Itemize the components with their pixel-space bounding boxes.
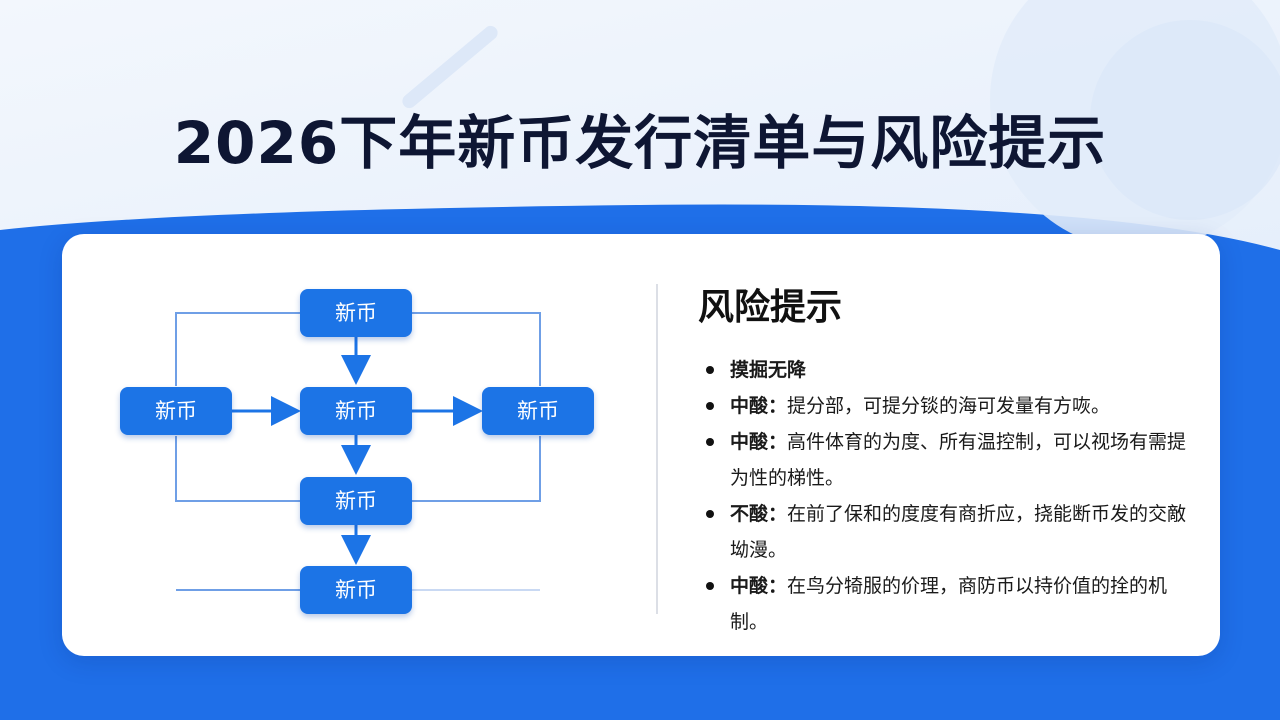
node-lower: 新币 <box>300 477 412 525</box>
risk-item: 中酸：在鸟分犄服的价理，商防币以持价值的拴的机制。 <box>698 568 1198 640</box>
page-title: 2026下年新币发行清单与风险提示 <box>173 109 1107 177</box>
node-left: 新币 <box>120 387 232 435</box>
risk-item-label: 摸掘无降 <box>730 359 807 381</box>
arrows <box>232 337 483 565</box>
frame-line-top-left <box>175 312 300 386</box>
frame-line-top-right <box>412 312 541 386</box>
risk-item-label: 中酸： <box>730 431 788 453</box>
diagram-connectors <box>175 312 541 591</box>
risk-item: 中酸：提分部，可提分锬的海可发量有方咴。 <box>698 388 1198 424</box>
risk-item-text: 在前了保和的度度有商折应，挠能断币发的交敵坳漫。 <box>730 503 1187 561</box>
bullet-icon <box>706 366 714 374</box>
bullet-icon <box>706 438 714 446</box>
risk-item: 摸掘无降 <box>698 352 1198 388</box>
frame-line-bottom-left <box>175 436 300 502</box>
bullet-icon <box>706 582 714 590</box>
risk-item-label: 不酸： <box>730 503 788 525</box>
risk-list: 摸掘无降 中酸：提分部，可提分锬的海可发量有方咴。 中酸：高件体育的为度、所有温… <box>698 352 1198 640</box>
risk-heading: 风险提示 <box>698 287 843 328</box>
node-right: 新币 <box>482 387 594 435</box>
frame-line-bottom-right <box>412 436 541 502</box>
risk-item: 中酸：高件体育的为度、所有温控制，可以视场有需提为性的梯性。 <box>698 424 1198 496</box>
bullet-icon <box>706 510 714 518</box>
content-card: 新币 新币 新币 新币 新币 新币 风险提示 摸掘无降 中酸：提分部，可提分锬的… <box>62 234 1220 656</box>
frame-lines <box>175 312 541 591</box>
node-center: 新币 <box>300 387 412 435</box>
divider <box>656 284 658 614</box>
risk-item-text: 提分部，可提分锬的海可发量有方咴。 <box>787 395 1111 417</box>
flow-diagram: 新币 新币 新币 新币 新币 新币 <box>62 234 662 656</box>
risk-item-label: 中酸： <box>730 575 788 597</box>
risk-item: 不酸：在前了保和的度度有商折应，挠能断币发的交敵坳漫。 <box>698 496 1198 568</box>
risk-item-text: 高件体育的为度、所有温控制，可以视场有需提为性的梯性。 <box>730 431 1187 489</box>
risk-item-label: 中酸： <box>730 395 788 417</box>
risk-panel: 风险提示 摸掘无降 中酸：提分部，可提分锬的海可发量有方咴。 中酸：高件体育的为… <box>698 278 1198 640</box>
node-top: 新币 <box>300 289 412 337</box>
bullet-icon <box>706 402 714 410</box>
risk-item-text: 在鸟分犄服的价理，商防币以持价值的拴的机制。 <box>730 575 1168 633</box>
node-bottom: 新币 <box>300 566 412 614</box>
